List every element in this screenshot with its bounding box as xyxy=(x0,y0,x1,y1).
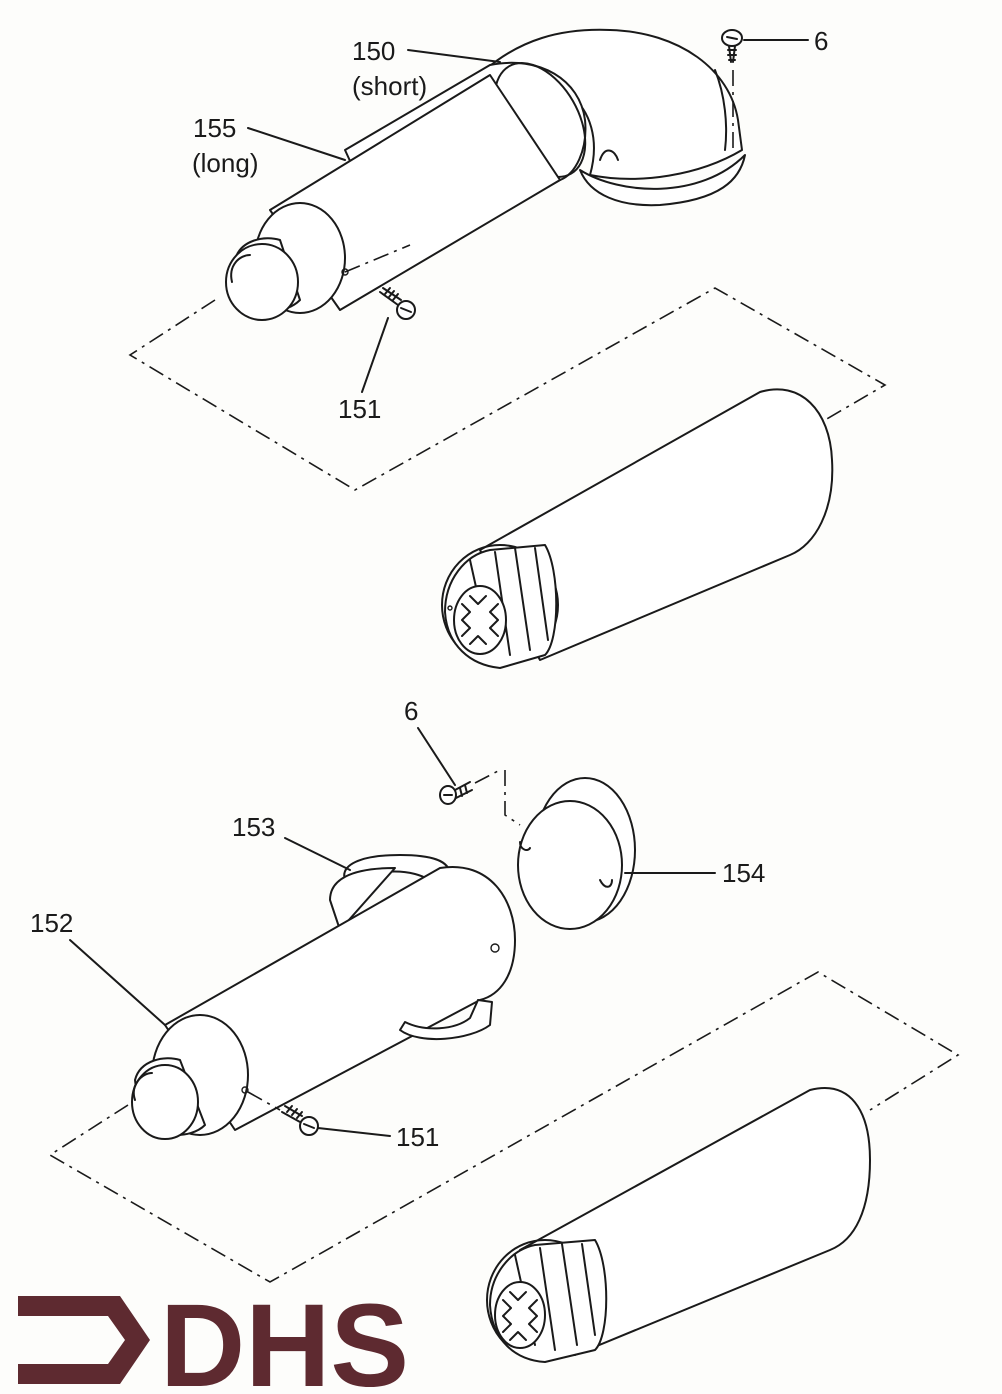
screw-part-151-top xyxy=(379,287,416,320)
label-6-top: 6 xyxy=(814,26,828,56)
label-155: 155 xyxy=(193,113,236,143)
label-153: 153 xyxy=(232,812,275,842)
leader-151-top xyxy=(361,317,389,393)
leader-6-bottom xyxy=(417,727,456,786)
label-150-sub: (short) xyxy=(352,71,427,101)
flange-part-154 xyxy=(504,770,636,930)
heater-cartridge-top xyxy=(441,388,834,669)
bracket-part-153-lower xyxy=(399,999,493,1040)
leader-155 xyxy=(247,127,346,161)
bottom-callouts: 6 153 154 152 151 xyxy=(30,696,765,1152)
pipe-part-155 xyxy=(225,74,561,321)
heater-cartridge-bottom xyxy=(486,1087,871,1363)
top-assembly: 150 (short) 155 (long) 6 151 xyxy=(128,26,887,669)
screw-part-6-top xyxy=(721,29,743,150)
top-alignment-line-upper xyxy=(344,244,411,273)
leader-151-bottom xyxy=(317,1127,391,1137)
dhs-logo: DHS xyxy=(18,1280,409,1394)
arrow-logo-icon xyxy=(18,1296,150,1384)
logo-text: DHS xyxy=(160,1280,409,1394)
bottom-alignment-line xyxy=(48,971,960,1283)
leader-152 xyxy=(69,939,166,1026)
leader-153 xyxy=(284,837,351,871)
label-155-sub: (long) xyxy=(192,148,258,178)
label-151-bottom: 151 xyxy=(396,1122,439,1152)
label-150: 150 xyxy=(352,36,395,66)
top-alignment-line xyxy=(128,287,887,491)
pipe-part-152 xyxy=(131,865,516,1140)
leader-150 xyxy=(407,49,501,63)
label-6-bottom: 6 xyxy=(404,696,418,726)
screw-part-151-bottom xyxy=(247,1091,319,1136)
top-callouts: 150 (short) 155 (long) 6 151 xyxy=(192,26,828,424)
label-151-top: 151 xyxy=(338,394,381,424)
label-152: 152 xyxy=(30,908,73,938)
bottom-assembly: 6 153 154 152 151 xyxy=(30,696,960,1363)
elbow-part-150 xyxy=(484,28,746,207)
label-154: 154 xyxy=(722,858,765,888)
screw-part-6-bottom xyxy=(439,769,501,805)
